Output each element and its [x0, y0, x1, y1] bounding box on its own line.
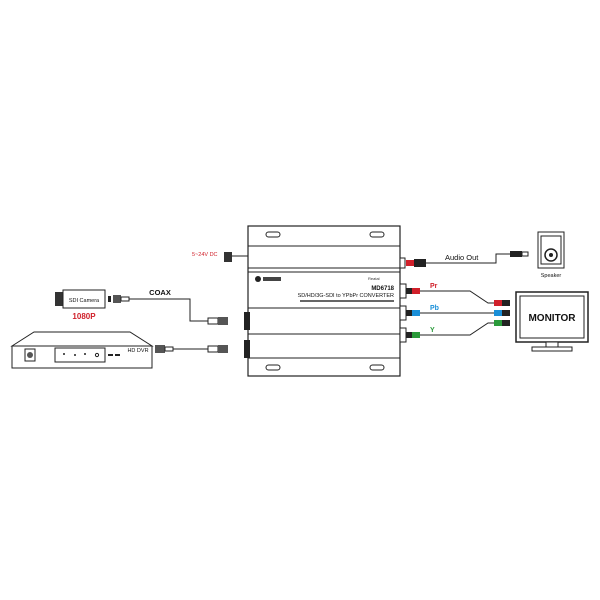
pr-label: Pr	[430, 283, 438, 290]
sdi-camera: SDI Camera 1080P	[55, 289, 130, 321]
camera-resolution: 1080P	[72, 312, 96, 321]
speaker-label: Speaker	[541, 273, 562, 279]
power-label: 5~24V DC	[192, 252, 218, 258]
hd-dvr: HD DVR	[10, 331, 154, 369]
monitor: MONITOR	[515, 291, 589, 352]
coax-label: COAX	[149, 288, 171, 297]
coax-cable	[129, 298, 208, 322]
device-title: SD/HD/3G-SDI to YPbPr CONVERTER	[298, 293, 394, 299]
device-tag: Reatal	[368, 276, 380, 281]
power-input: 5~24V DC	[192, 252, 248, 262]
pb-label: Pb	[430, 305, 439, 312]
component-cables: Pr Pb Y	[406, 283, 510, 338]
converter-device: Reatal MD6718 SD/HD/3G-SDI to YPbPr CONV…	[244, 225, 407, 377]
audio-label: Audio Out	[445, 253, 479, 262]
monitor-label: MONITOR	[528, 313, 576, 324]
camera-label: SDI Camera	[69, 298, 100, 304]
dvr-label: HD DVR	[127, 348, 148, 354]
speaker: Speaker	[537, 231, 565, 279]
audio-cable	[426, 253, 510, 264]
y-label: Y	[430, 327, 435, 334]
device-model: MD6718	[371, 286, 394, 292]
